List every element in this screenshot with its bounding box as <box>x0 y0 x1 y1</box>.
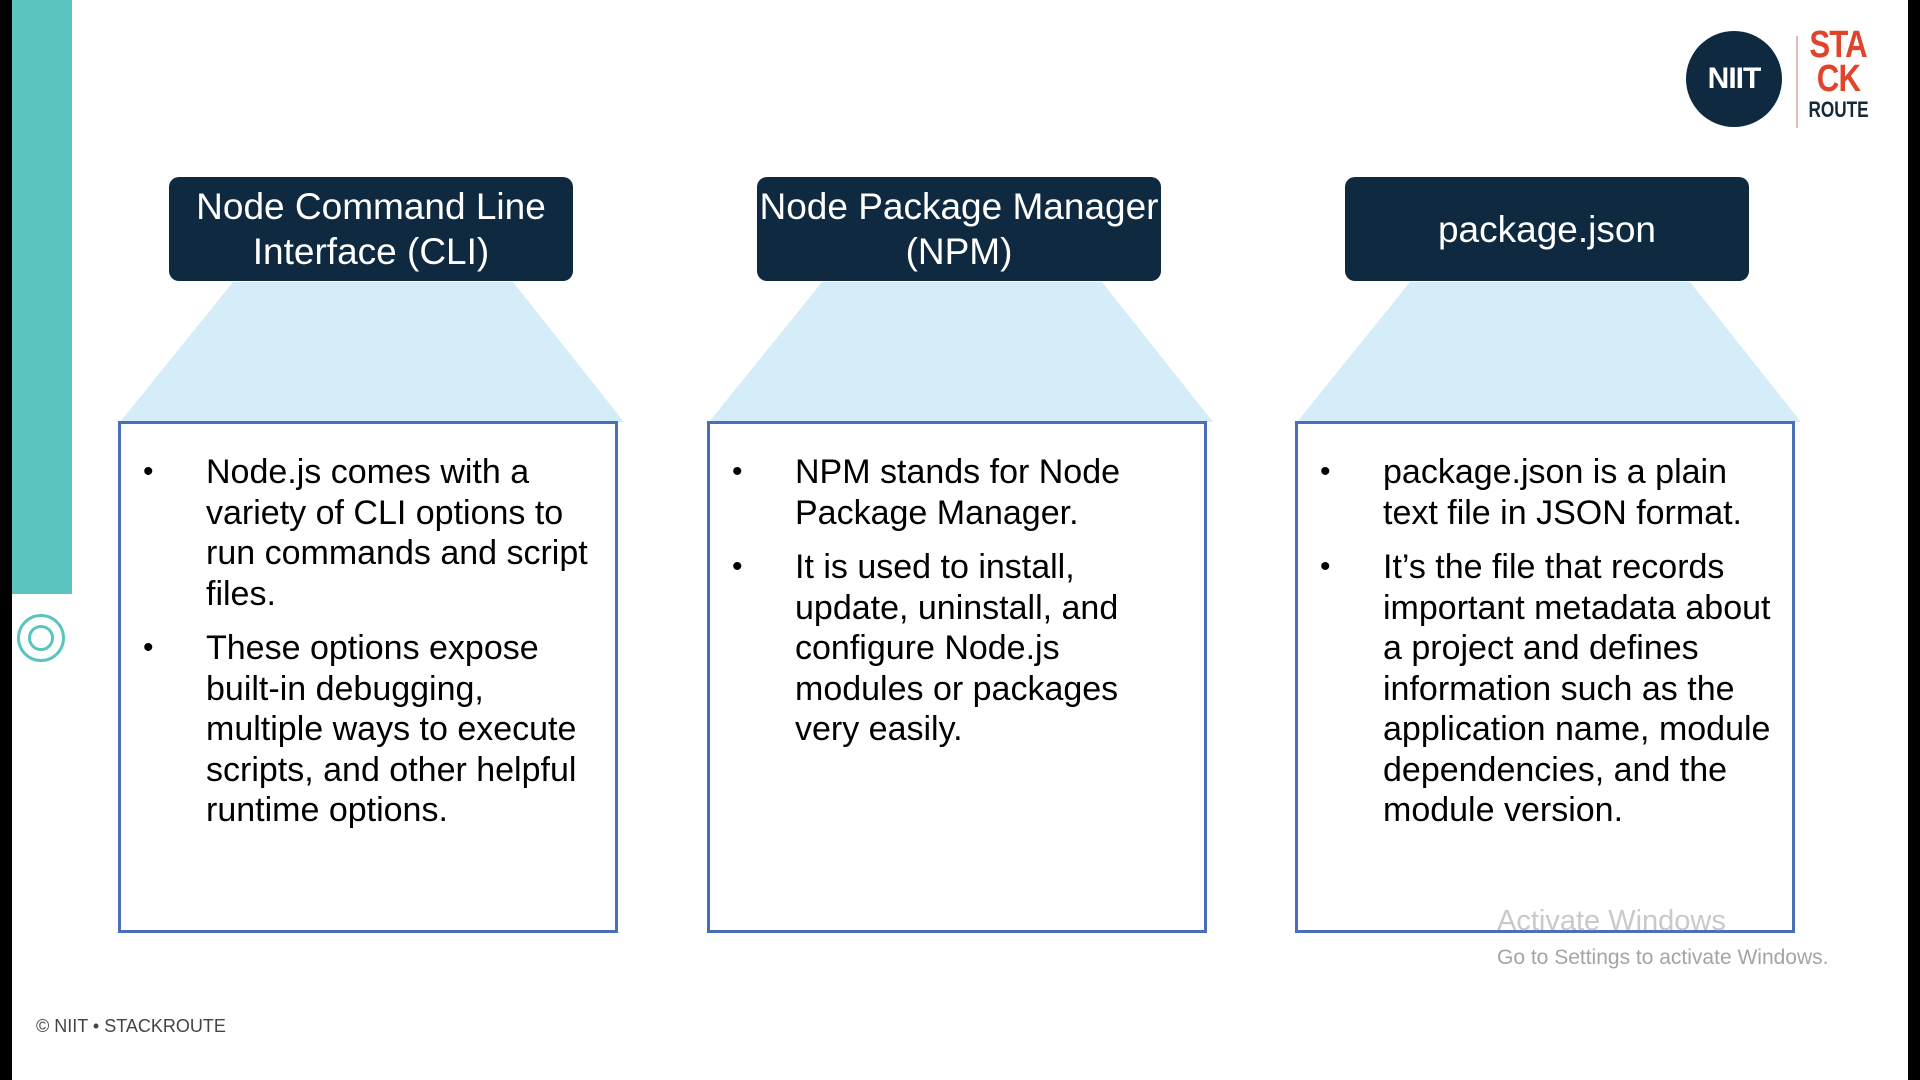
funnel-shape <box>1297 282 1801 422</box>
list-item: • Node.js comes with a variety of CLI opt… <box>121 452 595 614</box>
list-item: • These options expose built-in debugging… <box>121 628 595 831</box>
funnel-shape <box>120 282 624 422</box>
left-black-bar <box>0 0 12 1080</box>
stackroute-logo-ck: CK <box>1816 58 1860 100</box>
activate-windows-subtitle: Go to Settings to activate Windows. <box>1497 946 1829 969</box>
list-item-text: It’s the file that records important met… <box>1383 548 1771 829</box>
content-box-package-json: • package.json is a plain text file in JS… <box>1295 421 1795 933</box>
list-item-text: These options expose built-in debugging,… <box>206 629 577 829</box>
bullet-glyph: • <box>732 455 743 488</box>
list-item: • It is used to install, update, uninstal… <box>710 547 1184 750</box>
list-item: • NPM stands for Node Package Manager. <box>710 452 1184 533</box>
list-item-text: It is used to install, update, uninstall… <box>795 548 1119 748</box>
bullet-glyph: • <box>732 550 743 583</box>
list-item-text: package.json is a plain text file in JSO… <box>1383 453 1742 532</box>
footer-copyright: © NIIT • STACKROUTE <box>36 1016 226 1036</box>
list-item: • It’s the file that records important me… <box>1298 547 1772 831</box>
header-package-json: package.json <box>1345 177 1749 281</box>
bullet-glyph: • <box>143 455 154 488</box>
funnel-shape <box>709 282 1213 422</box>
list-item-text: NPM stands for Node Package Manager. <box>795 453 1121 532</box>
logo-divider <box>1796 36 1798 128</box>
niit-logo-text: NIIT <box>1707 62 1762 95</box>
bullet-list: • Node.js comes with a variety of CLI opt… <box>121 424 615 831</box>
stackroute-logo-sta: STA <box>1809 24 1867 66</box>
teal-side-strip <box>12 0 72 594</box>
bullet-glyph: • <box>1320 550 1331 583</box>
content-box-cli: • Node.js comes with a variety of CLI opt… <box>118 421 618 933</box>
header-npm: Node Package Manager (NPM) <box>757 177 1161 281</box>
header-cli: Node Command Line Interface (CLI) <box>169 177 573 281</box>
bullet-list: • NPM stands for Node Package Manager. • I… <box>710 424 1204 750</box>
niit-logo: NIIT <box>1686 31 1782 127</box>
content-box-npm: • NPM stands for Node Package Manager. • I… <box>707 421 1207 933</box>
right-black-bar <box>1908 0 1920 1080</box>
activate-windows-title: Activate Windows <box>1497 905 1726 937</box>
stackroute-logo-route: ROUTE <box>1807 97 1869 122</box>
ring-icon[interactable] <box>17 614 65 662</box>
bullet-glyph: • <box>143 631 154 664</box>
list-item: • package.json is a plain text file in JS… <box>1298 452 1772 533</box>
stackroute-logo: STA CK ROUTE <box>1807 24 1869 132</box>
bullet-list: • package.json is a plain text file in JS… <box>1298 424 1792 831</box>
bullet-glyph: • <box>1320 455 1331 488</box>
list-item-text: Node.js comes with a variety of CLI opti… <box>206 453 588 613</box>
